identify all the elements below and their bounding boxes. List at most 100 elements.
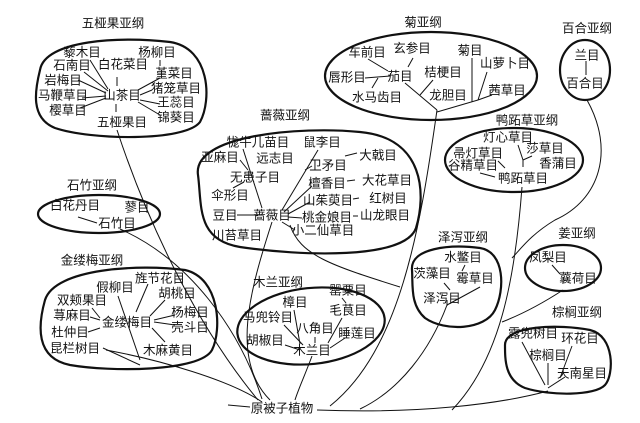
order-label: 兰目 [574,48,599,63]
order-label: 杨梅目 [171,305,209,320]
order-label: 藜木目 [63,45,101,60]
outline-rosidae [196,129,422,255]
order-label: 八角目 [296,321,334,336]
outline-magnoliidae [236,286,386,366]
order-label: 菊目 [457,43,482,58]
subclass-outlines [34,30,612,395]
order-label: 胡桃目 [158,286,196,301]
outline-caryophyllidae [36,193,162,235]
order-label: 金缕梅目 [102,315,152,330]
order-label: 茨藻目 [413,266,451,281]
order-label: 鼠李目 [303,135,341,150]
order-label: 罂粟目 [329,283,367,298]
order-label: 蓼目 [124,200,149,215]
order-label: 山龙眼目 [360,208,410,223]
order-label: 环花目 [561,331,599,346]
outline-asteridae [323,30,539,122]
order-label: 旌节花目 [135,271,185,286]
outline-liliidae [558,38,612,102]
subclass-liliidae: 百合亚纲 兰目 百合目 [562,21,612,91]
order-label: 牻牛儿苗目 [227,135,290,150]
order-label: 谷精草目 [448,158,498,173]
subclass-title: 五桠果亚纲 [82,16,145,31]
root-label: 原被子植物 [251,401,314,416]
order-label: 石南目 [53,58,91,73]
order-label: 山萝卜目 [480,56,530,71]
order-label: 帚灯草目 [453,146,503,161]
subclass-title: 菊亚纲 [404,15,442,30]
order-label: 双颊果目 [57,293,107,308]
order-label: 亚麻目 [201,150,239,165]
outline-zingiberidae [523,243,603,293]
order-label: 大戟目 [359,148,397,163]
order-label: 凤梨目 [529,250,567,265]
order-label: 马兜铃目 [243,310,293,325]
order-label: 杨柳目 [138,45,176,60]
subclass-hamamelidae: 金缕梅亚纲 假柳目 旌节花目 胡桃目 双颊果目 杨梅目 荨麻目 金缕梅目 壳斗目… [50,253,209,358]
subclass-caryophyllidae: 石竹亚纲 白花丹目 蓼目 石竹目 [50,178,150,231]
order-label: 荨麻目 [53,308,91,323]
order-label: 岩梅目 [44,73,82,88]
order-label: 豆目 [212,208,237,223]
order-label: 唇形目 [328,70,366,85]
subclass-magnoliidae: 木兰亚纲 罂粟目 樟目 毛茛目 马兜铃目 八角目 睡莲目 胡椒目 木兰目 [243,275,376,358]
order-label: 水鳖目 [444,250,482,265]
order-label: 杜仲目 [51,325,89,340]
order-label: 车前目 [348,45,386,60]
outline-alismatidae [410,245,503,329]
order-label: 石竹目 [98,216,136,231]
order-label: 昆栏树目 [50,341,100,356]
order-label: 桔梗目 [424,65,462,80]
order-label: 蔷薇目 [253,208,291,223]
order-label: 樟目 [282,295,307,310]
order-label: 远志目 [256,151,294,166]
order-label: 木兰目 [293,343,331,358]
order-label: 天南星目 [557,366,607,381]
order-label: 露兜树目 [508,326,558,341]
subclass-title: 石竹亚纲 [67,178,117,193]
subclass-commelinidae: 鸭跖草亚纲 灯心草目 莎草目 帚灯草目 香蒲目 谷精草目 鸭跖草目 [448,113,577,186]
order-label: 无患子目 [230,170,280,185]
order-label: 泽泻目 [423,291,461,306]
order-label: 木麻黄目 [143,343,193,358]
order-label: 毛茛目 [329,303,367,318]
order-label: 锦葵目 [157,110,195,125]
subclass-zingiberidae: 姜亚纲 凤梨目 蘘荷目 [529,226,597,286]
subclass-alismatidae: 泽泻亚纲 水鳖目 茨藻目 霉草目 泽泻目 [413,230,494,306]
order-label: 山茶目 [103,88,141,103]
subclass-title: 泽泻亚纲 [438,230,488,245]
outline-hamamelidae [39,266,219,371]
order-label: 红树目 [369,191,407,206]
order-label: 蘘荷目 [559,271,597,286]
subclass-asteridae: 菊亚纲 车前目 玄参目 菊目 山萝卜目 唇形目 茄目 桔梗目 水马齿目 龙胆目 … [328,15,530,105]
subclass-title: 鸭跖草亚纲 [496,113,559,128]
order-label: 灯心草目 [483,130,533,145]
subclass-title: 棕榈亚纲 [552,305,602,320]
order-label: 川苔草目 [212,228,262,243]
order-label: 棕榈目 [529,348,567,363]
outline-arecidae [503,325,612,395]
subclass-title: 木兰亚纲 [253,275,303,290]
order-label: 白花菜目 [98,57,148,72]
order-label: 檀香目 [308,176,346,191]
order-label: 樱草目 [49,103,87,118]
order-label: 胡椒目 [246,333,284,348]
order-label: 霉草目 [456,271,494,286]
order-label: 五桠果目 [97,115,147,130]
order-label: 鸭跖草目 [498,171,548,186]
order-label: 水马齿目 [352,90,402,105]
subclass-title: 蔷薇亚纲 [260,108,310,123]
subclass-title: 金缕梅亚纲 [61,253,124,268]
order-label: 百合目 [566,76,604,91]
order-label: 茜草目 [488,83,526,98]
order-label: 壳斗目 [171,320,209,335]
order-label: 玄参目 [393,41,431,56]
order-label: 桃金娘目 [302,210,352,225]
order-label: 香蒲目 [539,156,577,171]
outline-dilleniidae [34,38,208,139]
order-label: 白花丹目 [50,198,100,213]
order-label: 龙胆目 [429,88,467,103]
order-label: 堇菜目 [155,66,193,81]
order-label: 山茱萸目 [303,193,353,208]
